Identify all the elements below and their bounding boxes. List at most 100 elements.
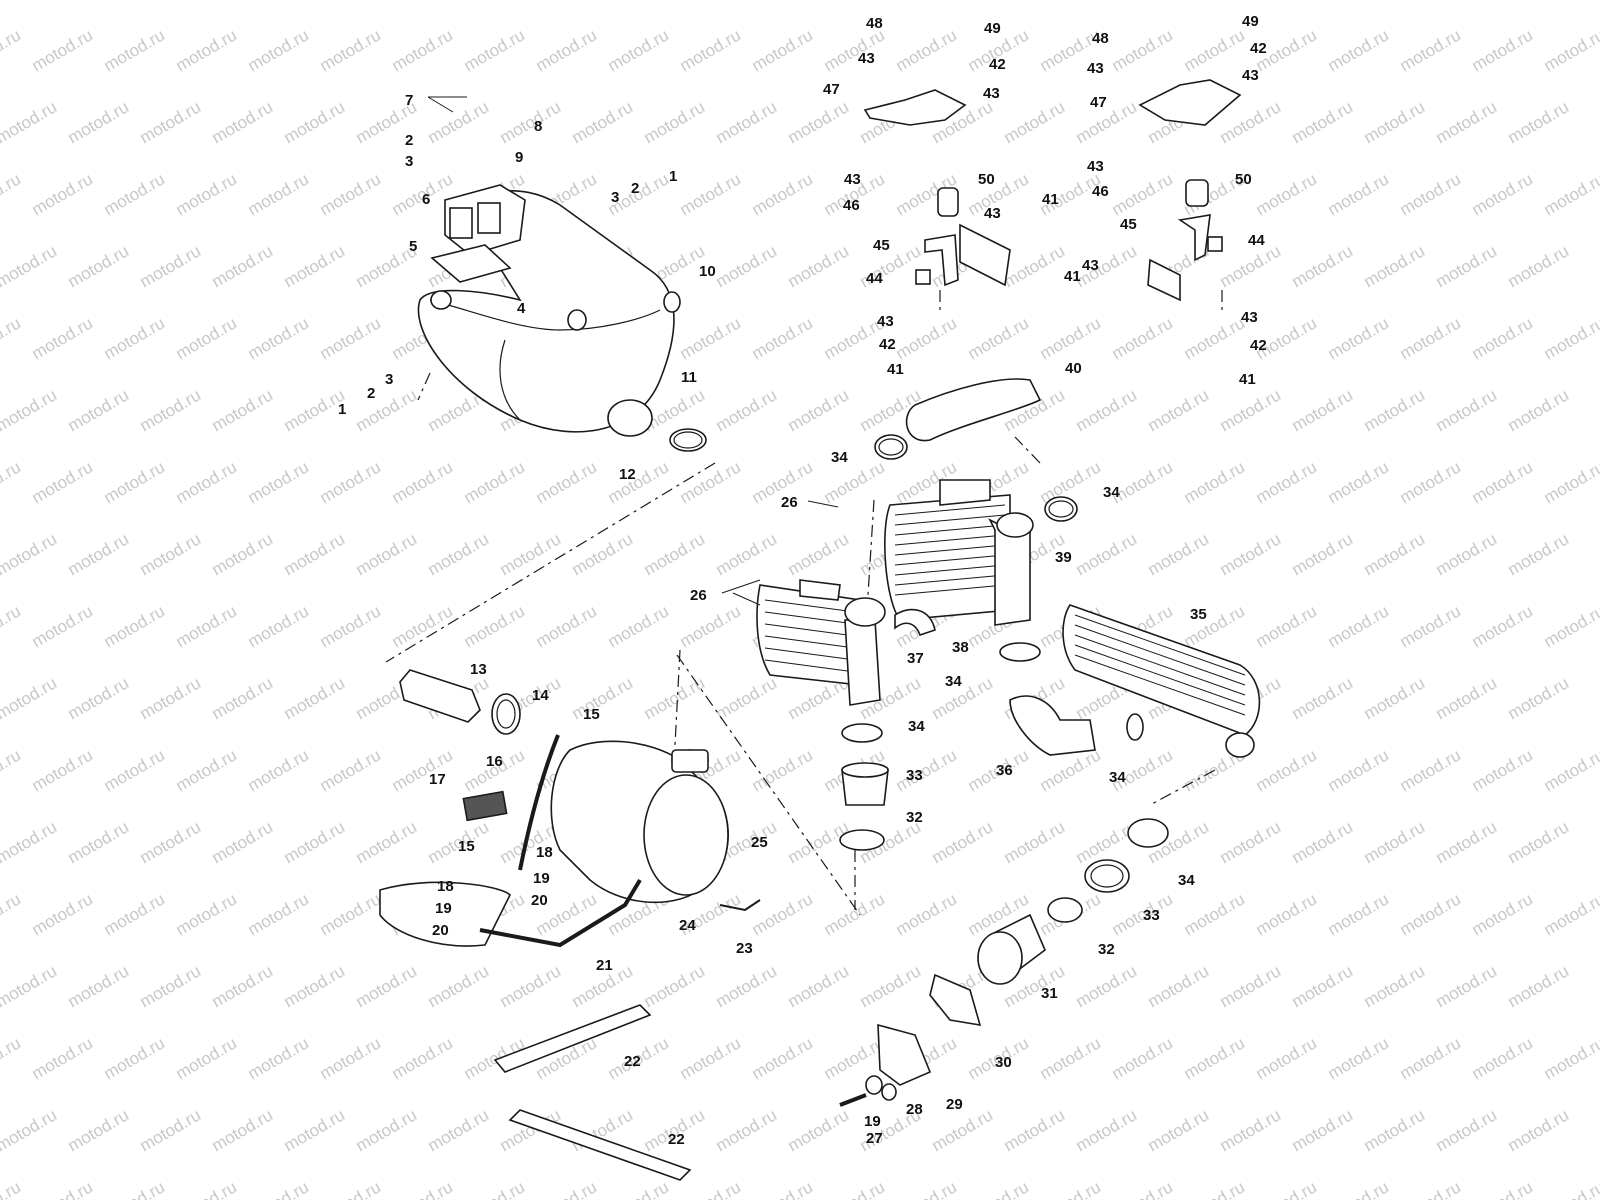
watermark-text: motod.ru	[0, 241, 60, 291]
watermark-text: motod.ru	[173, 1033, 241, 1083]
watermark-text: motod.ru	[65, 529, 133, 579]
watermark-text: motod.ru	[1433, 0, 1501, 3]
watermark-text: motod.ru	[893, 25, 961, 75]
callout-39: 39	[1055, 549, 1072, 566]
watermark-text: motod.ru	[1325, 745, 1393, 795]
watermark-text: motod.ru	[101, 745, 169, 795]
watermark-text: motod.ru	[0, 817, 60, 867]
callout-43: 43	[1241, 309, 1258, 326]
watermark-text: motod.ru	[1289, 1105, 1357, 1155]
watermark-text: motod.ru	[317, 1033, 385, 1083]
watermark-text: motod.ru	[1253, 601, 1321, 651]
watermark-text: motod.ru	[893, 889, 961, 939]
watermark-text: motod.ru	[1325, 889, 1393, 939]
watermark-text: motod.ru	[425, 961, 493, 1011]
watermark-text: motod.ru	[1289, 529, 1357, 579]
watermark-text: motod.ru	[1541, 457, 1600, 507]
watermark-text: motod.ru	[1181, 1033, 1249, 1083]
callout-44: 44	[866, 270, 883, 287]
watermark-text: motod.ru	[1325, 25, 1393, 75]
watermark-text: motod.ru	[677, 1177, 745, 1200]
callout-19: 19	[864, 1113, 881, 1130]
watermark-text: motod.ru	[1397, 169, 1465, 219]
watermark-text: motod.ru	[1469, 457, 1537, 507]
watermark-text: motod.ru	[1001, 0, 1069, 3]
callout-46: 46	[1092, 183, 1109, 200]
watermark-text: motod.ru	[425, 0, 493, 3]
watermark-text: motod.ru	[209, 673, 277, 723]
watermark-text: motod.ru	[1289, 961, 1357, 1011]
callout-43: 43	[983, 85, 1000, 102]
watermark-text: motod.ru	[209, 1105, 277, 1155]
watermark-text: motod.ru	[245, 169, 313, 219]
callout-50: 50	[978, 171, 995, 188]
watermark-text: motod.ru	[0, 745, 24, 795]
callout-33: 33	[906, 767, 923, 784]
watermark-text: motod.ru	[209, 961, 277, 1011]
callout-19: 19	[533, 870, 550, 887]
watermark-text: motod.ru	[0, 1105, 60, 1155]
callout-12: 12	[619, 466, 636, 483]
watermark-text: motod.ru	[677, 313, 745, 363]
watermark-text: motod.ru	[1253, 745, 1321, 795]
callout-15: 15	[458, 838, 475, 855]
callout-45: 45	[1120, 216, 1137, 233]
watermark-text: motod.ru	[173, 745, 241, 795]
callout-9: 9	[515, 149, 523, 166]
callout-43: 43	[1082, 257, 1099, 274]
watermark-text: motod.ru	[1541, 1033, 1600, 1083]
watermark-text: motod.ru	[1073, 0, 1141, 3]
watermark-text: motod.ru	[1217, 817, 1285, 867]
watermark-text: motod.ru	[1217, 0, 1285, 3]
watermark-text: motod.ru	[893, 1177, 961, 1200]
callout-44: 44	[1248, 232, 1265, 249]
callout-28: 28	[906, 1101, 923, 1118]
watermark-text: motod.ru	[0, 961, 60, 1011]
watermark-text: motod.ru	[1289, 673, 1357, 723]
strip-22-b	[508, 1109, 692, 1181]
callout-34: 34	[945, 673, 962, 690]
callout-34: 34	[831, 449, 848, 466]
callout-8: 8	[534, 118, 542, 135]
callout-15: 15	[583, 706, 600, 723]
watermark-text: motod.ru	[965, 1177, 1033, 1200]
watermark-text: motod.ru	[245, 25, 313, 75]
callout-4: 4	[517, 300, 526, 317]
callout-3: 3	[611, 189, 619, 206]
watermark-text: motod.ru	[317, 169, 385, 219]
watermark-text: motod.ru	[461, 1177, 529, 1200]
watermark-text: motod.ru	[1253, 169, 1321, 219]
watermark-text: motod.ru	[0, 601, 24, 651]
callout-32: 32	[906, 809, 923, 826]
watermark-text: motod.ru	[785, 241, 853, 291]
callout-2: 2	[631, 180, 639, 197]
watermark-text: motod.ru	[137, 385, 205, 435]
watermark-text: motod.ru	[893, 313, 961, 363]
pad-44-left	[915, 269, 931, 285]
clamp-34-f	[1127, 818, 1169, 848]
watermark-text: motod.ru	[209, 241, 277, 291]
watermark-text: motod.ru	[281, 0, 349, 3]
watermark-text: motod.ru	[137, 97, 205, 147]
watermark-text: motod.ru	[713, 961, 781, 1011]
washer-28	[865, 1075, 883, 1095]
callout-26: 26	[690, 587, 707, 604]
watermark-text: motod.ru	[713, 1105, 781, 1155]
watermark-text: motod.ru	[749, 1033, 817, 1083]
watermark-text: motod.ru	[65, 817, 133, 867]
watermark-text: motod.ru	[137, 961, 205, 1011]
watermark-text: motod.ru	[0, 457, 24, 507]
watermark-text: motod.ru	[641, 961, 709, 1011]
watermark-text: motod.ru	[1541, 889, 1600, 939]
watermark-text: motod.ru	[137, 529, 205, 579]
watermark-text: motod.ru	[1145, 529, 1213, 579]
watermark-text: motod.ru	[317, 889, 385, 939]
callout-22: 22	[624, 1053, 641, 1070]
watermark-text: motod.ru	[173, 313, 241, 363]
watermark-text: motod.ru	[29, 889, 97, 939]
callout-36: 36	[996, 762, 1013, 779]
watermark-text: motod.ru	[929, 673, 997, 723]
watermark-text: motod.ru	[641, 529, 709, 579]
watermark-text: motod.ru	[605, 1177, 673, 1200]
callout-43: 43	[858, 50, 875, 67]
